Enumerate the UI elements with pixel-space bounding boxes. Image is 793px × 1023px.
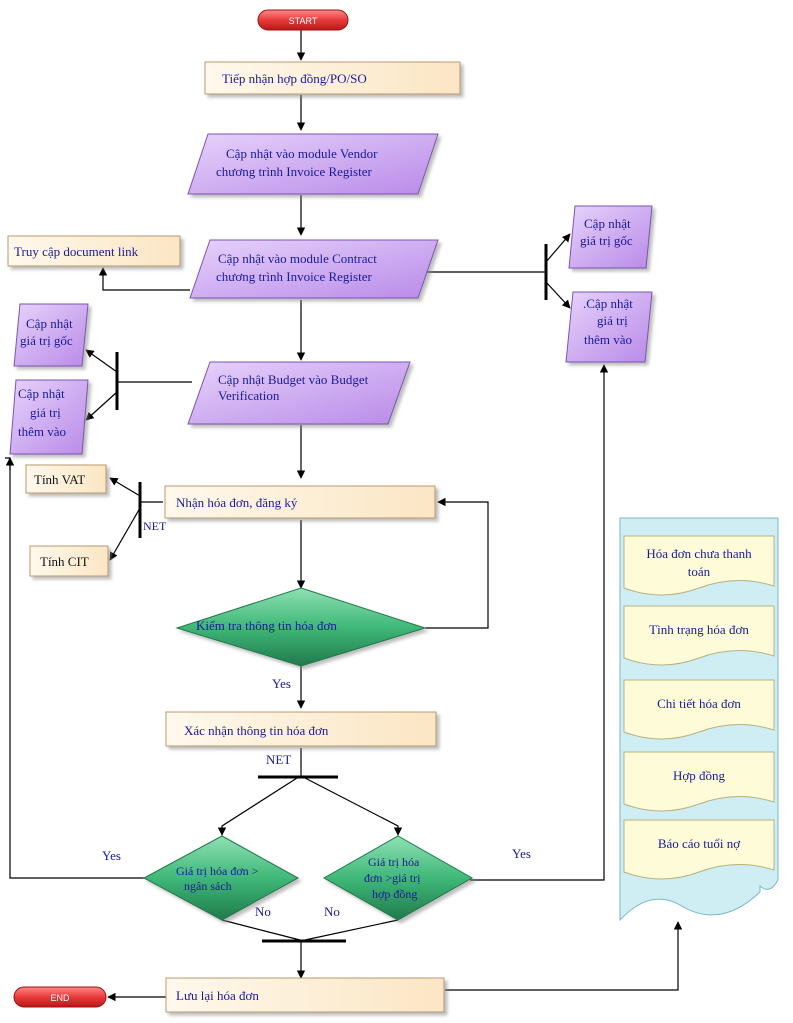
contract-update-line1: Cập nhật vào module Contract <box>218 251 377 266</box>
report-document: Báo cáo tuổi nợ <box>623 819 775 880</box>
right-added-line3: thêm vào <box>584 332 632 347</box>
right-original-line1: Cập nhật <box>584 216 631 231</box>
report-document-shape <box>623 605 775 666</box>
right-added-line2: giá trị <box>597 313 628 328</box>
vendor-update-line1: Cập nhật vào module Vendor <box>226 146 378 161</box>
label-net-top: NET <box>266 752 291 767</box>
budget-decision-line2: ngân sách <box>184 879 232 893</box>
process-save-invoice <box>165 977 445 1013</box>
contract-decision-line2: đơn >giá trị <box>364 871 421 885</box>
arrow-leftbar-to-original <box>85 349 118 373</box>
left-original-line1: Cập nhật <box>26 316 73 331</box>
start-label: START <box>289 16 318 26</box>
arrow-netbar-to-cit <box>109 507 141 561</box>
report-document-shape <box>623 819 775 880</box>
save-invoice-label: Lưu lại hóa đơn <box>176 988 259 1003</box>
data-left-added <box>9 379 89 455</box>
receive-invoice-label: Nhận hóa đơn, đăng ký <box>176 495 298 510</box>
sync-bars <box>115 244 548 943</box>
budget-update-line2: Verification <box>218 388 280 403</box>
right-added-line1: .Cập nhật <box>583 296 633 311</box>
report-document: Tình trạng hóa đơn <box>623 605 775 666</box>
report-document-title: Chi tiết hóa đơn <box>657 696 741 711</box>
label-yes-check: Yes <box>272 676 291 691</box>
decision-contract <box>322 835 474 921</box>
arrow-save-to-reports <box>445 921 683 991</box>
data-budget-update <box>187 361 411 425</box>
decision-budget <box>142 835 300 921</box>
arrow-budget-yes-to-left-added <box>5 457 145 879</box>
contract-update-line2: chương trình Invoice Register <box>216 269 372 284</box>
end-label: END <box>50 993 70 1003</box>
arrow-contract-to-doclink <box>98 267 190 291</box>
arrow-leftbar-to-added <box>85 391 118 421</box>
left-added-line3: thêm vào <box>18 424 66 439</box>
arrow-check-loop-back <box>425 497 489 629</box>
label-net-left: NET <box>143 519 167 533</box>
left-original-line2: giá trị gốc <box>20 333 73 348</box>
process-doc-link <box>7 235 181 267</box>
report-document: Chi tiết hóa đơn <box>623 679 775 740</box>
budget-decision-line1: Giá trị hóa đơn > <box>176 864 259 878</box>
contract-decision-line1: Giá trị hóa <box>368 855 420 869</box>
report-document-shape <box>623 751 775 812</box>
arrow-netbar-to-vat <box>109 477 141 497</box>
data-right-added <box>565 291 653 363</box>
data-contract-update <box>189 239 439 299</box>
end-terminal: END <box>13 986 107 1008</box>
label-no-left: No <box>255 904 271 919</box>
check-invoice-label: Kiểm tra thông tin hóa đơn <box>196 618 337 633</box>
report-document-subtitle: toán <box>688 564 711 579</box>
connectors <box>5 30 683 1002</box>
receive-contract-label: Tiếp nhận hợp đồng/PO/SO <box>222 71 367 86</box>
report-document-title: Tình trạng hóa đơn <box>649 622 749 637</box>
right-original-line2: giá trị gốc <box>580 233 633 248</box>
process-cit <box>29 545 109 577</box>
report-document: Hóa đơn chưa thanh toán <box>623 535 775 596</box>
label-yes-right: Yes <box>512 846 531 861</box>
line-contract-no-to-bar <box>304 919 399 941</box>
line-budget-no-to-bar <box>221 919 301 941</box>
report-document-title: Báo cáo tuổi nợ <box>658 836 741 851</box>
label-yes-left: Yes <box>102 848 121 863</box>
vat-label: Tính VAT <box>34 472 85 487</box>
data-left-original <box>13 303 89 367</box>
doc-link-label: Truy cập document link <box>14 244 139 259</box>
start-terminal: START <box>257 9 349 31</box>
report-document-shape <box>623 535 775 596</box>
process-confirm-invoice <box>165 711 437 747</box>
data-right-original <box>568 205 653 269</box>
decision-check-invoice <box>175 587 427 667</box>
process-receive-contract <box>204 61 461 95</box>
left-added-line1: Cập nhật <box>18 386 65 401</box>
label-no-right: No <box>324 904 340 919</box>
vendor-update-line2: chương trình Invoice Register <box>216 164 372 179</box>
confirm-invoice-label: Xác nhận thông tin hóa đơn <box>184 723 329 738</box>
arrow-netbar-to-budget-decision <box>217 777 298 836</box>
data-vendor-update <box>187 133 439 195</box>
budget-update-line1: Cập nhật Budget vào Budget <box>218 372 369 387</box>
arrow-rightbar-to-original <box>545 233 571 263</box>
contract-decision-line3: hợp đồng <box>372 887 417 901</box>
cit-label: Tính CIT <box>40 554 89 569</box>
arrow-contract-yes-to-right-added <box>470 364 609 881</box>
process-vat <box>25 464 107 494</box>
report-document-title: Hóa đơn chưa thanh <box>646 546 752 561</box>
arrow-rightbar-to-added <box>545 281 571 309</box>
process-receive-invoice <box>164 485 436 519</box>
report-document-title: Hợp đồng <box>673 768 726 783</box>
arrow-netbar-to-contract-decision <box>304 777 403 836</box>
report-document-shape <box>623 679 775 740</box>
report-document: Hợp đồng <box>623 751 775 812</box>
left-added-line2: giá trị <box>30 405 61 420</box>
